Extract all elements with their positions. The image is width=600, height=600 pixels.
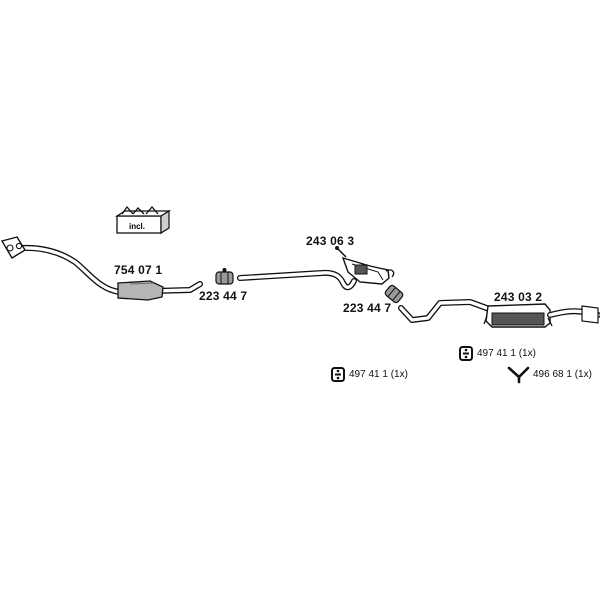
accessory-number-hanger: 496 68 1 (1x)	[533, 369, 592, 380]
kit-badge-label: incl.	[129, 222, 145, 231]
centre-silencer	[335, 246, 395, 285]
hanger-icon	[507, 366, 530, 384]
part-number-front-pipe: 754 07 1	[114, 263, 163, 277]
part-number-rear-silencer: 243 03 2	[494, 290, 543, 304]
part-number-clamp-a: 223 44 7	[199, 289, 248, 303]
accessory-number-rubber-mount-a: 497 41 1 (1x)	[349, 369, 408, 380]
clamp-b	[384, 284, 404, 304]
clamp-a	[215, 268, 234, 285]
middle-pipe	[237, 269, 357, 291]
rear-silencer	[398, 299, 600, 328]
part-number-clamp-b: 223 44 7	[343, 301, 392, 315]
mounting-kit-icon: incl.	[114, 205, 172, 235]
front-pipe	[0, 236, 203, 301]
rubber-mount-icon	[459, 346, 473, 361]
part-number-centre-silencer: 243 06 3	[306, 234, 355, 248]
rubber-mount-icon	[331, 367, 345, 382]
accessory-number-rubber-mount-b: 497 41 1 (1x)	[477, 348, 536, 359]
